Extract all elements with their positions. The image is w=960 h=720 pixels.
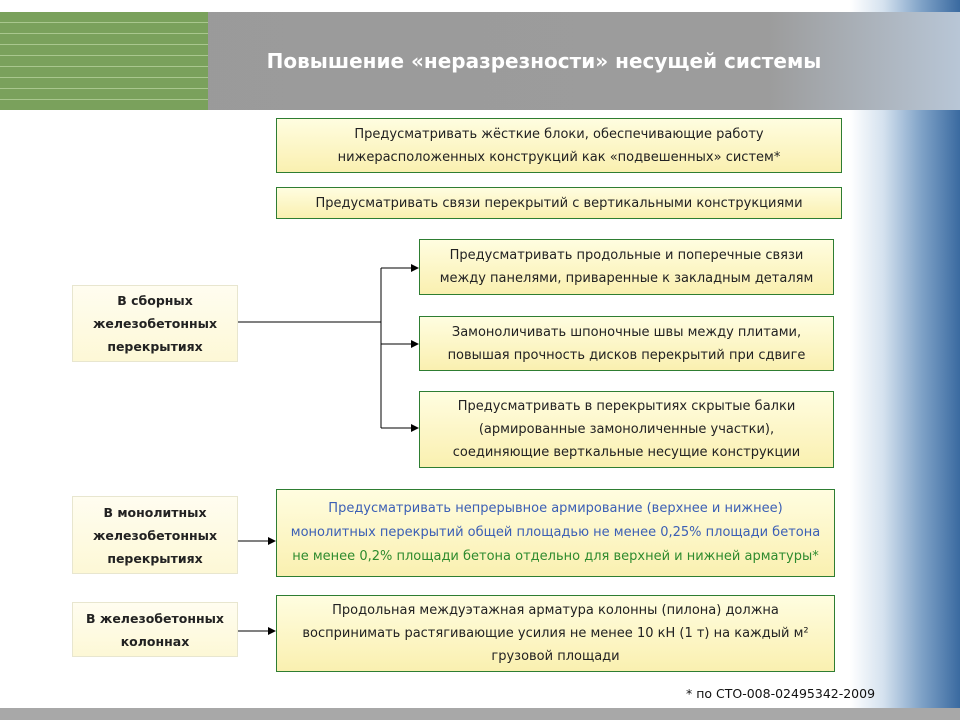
box-text-line: грузовой площади (491, 649, 620, 664)
category-text-line: железобетонных (92, 527, 218, 543)
category-text-line: железобетонных (92, 316, 218, 331)
category-text-line: В сборных (117, 293, 193, 308)
category-columns: В железобетонных колоннах (72, 602, 238, 657)
category-precast-floors: В сборных железобетонных перекрытиях (72, 285, 238, 362)
box-text-line: соединяющие верткальные несущие конструк… (452, 445, 801, 460)
box-text-line: между панелями, приваренные к закладным … (439, 271, 814, 286)
precast-box-panel-ties: Предусматривать продольные и поперечные … (419, 239, 834, 295)
slide-title: Повышение «неразрезности» несущей систем… (266, 49, 822, 73)
box-text-line: (армированные замоноличенные участки), (478, 422, 775, 437)
general-box-floor-connections: Предусматривать связи перекрытий с верти… (276, 187, 842, 219)
box-text-line: повышая прочность дисков перекрытий при … (447, 347, 806, 363)
box-text-line: не менее 0,2% площади бетона отдельно дл… (292, 549, 819, 564)
monolithic-box-reinforcement: Предусматривать непрерывное армирование … (276, 489, 835, 577)
box-text-line: нижерасположенных конструкций как «подве… (337, 149, 781, 165)
side-gradient-decoration (850, 0, 960, 720)
precast-box-grout-joints: Замоноличивать шпоночные швы между плита… (419, 316, 834, 371)
header-stripe-decoration (0, 12, 208, 110)
category-text-line: перекрытиях (107, 550, 203, 566)
category-text-line: В монолитных (103, 504, 207, 520)
category-text-line: перекрытиях (107, 339, 203, 354)
category-text-line: В железобетонных (86, 610, 224, 626)
top-strip (0, 0, 960, 12)
box-text-line: Предусматривать продольные и поперечные … (449, 248, 804, 263)
box-text-line: монолитных перекрытий общей площадью не … (290, 525, 821, 540)
precast-box-hidden-beams: Предусматривать в перекрытиях скрытые ба… (419, 391, 834, 468)
general-box-rigid-blocks: Предусматривать жёсткие блоки, обеспечив… (276, 118, 842, 173)
box-text-line: Предусматривать связи перекрытий с верти… (315, 195, 803, 211)
box-text-line: воспринимать растягивающие усилия не мен… (302, 626, 809, 641)
box-text-line: Продольная междуэтажная арматура колонны… (332, 603, 779, 618)
box-text-line: Предусматривать в перекрытиях скрытые ба… (457, 399, 796, 414)
category-text-line: колоннах (120, 633, 190, 649)
box-text-line: Замоноличивать шпоночные швы между плита… (451, 324, 802, 340)
category-monolithic-floors: В монолитных железобетонных перекрытиях (72, 496, 238, 574)
box-text-line: Предусматривать непрерывное армирование … (328, 501, 783, 516)
columns-box-longitudinal-rebar: Продольная междуэтажная арматура колонны… (276, 595, 835, 672)
box-text-line: Предусматривать жёсткие блоки, обеспечив… (354, 126, 764, 142)
footnote: * по СТО-008-02495342-2009 (686, 686, 876, 701)
bottom-bar (0, 708, 960, 720)
